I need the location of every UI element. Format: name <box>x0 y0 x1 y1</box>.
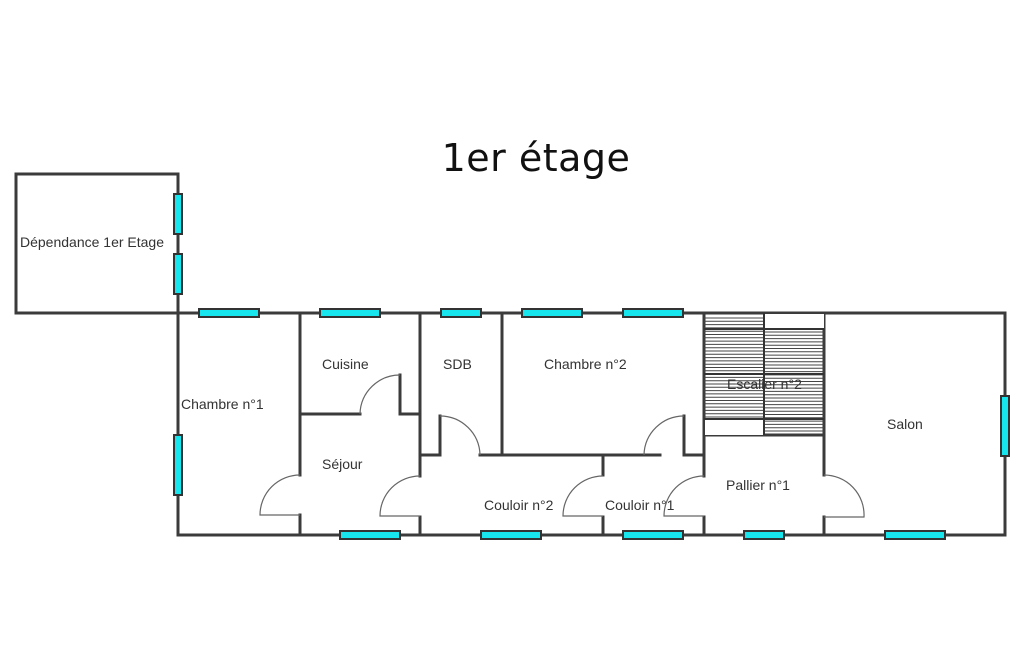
staircase <box>704 313 824 435</box>
label-cuisine: Cuisine <box>322 356 369 372</box>
door-pallier <box>663 475 705 517</box>
door-cuisine <box>359 374 401 415</box>
stair-landing <box>764 314 824 329</box>
door-chambre1 <box>259 474 301 516</box>
window <box>440 308 482 318</box>
windows <box>173 193 1010 540</box>
label-chambre1: Chambre n°1 <box>181 396 264 412</box>
label-chambre2: Chambre n°2 <box>544 356 627 372</box>
door-chambre2 <box>643 415 685 456</box>
room-labels: Dépendance 1er Etage Chambre n°1 Cuisine… <box>20 234 923 513</box>
window <box>319 308 381 318</box>
label-couloir1: Couloir n°1 <box>605 497 675 513</box>
door-sdb <box>439 415 481 456</box>
door-salon <box>823 474 865 518</box>
window <box>884 530 946 540</box>
label-pallier1: Pallier n°1 <box>726 477 790 493</box>
window <box>743 530 785 540</box>
label-salon: Salon <box>887 416 923 432</box>
window <box>173 434 183 496</box>
window <box>622 308 684 318</box>
label-dependance: Dépendance 1er Etage <box>20 234 164 250</box>
window <box>521 308 583 318</box>
floor-title: 1er étage <box>441 136 631 180</box>
window <box>173 253 183 295</box>
door-couloir1 <box>562 475 604 517</box>
window <box>173 193 183 235</box>
window <box>622 530 684 540</box>
label-couloir2: Couloir n°2 <box>484 497 554 513</box>
interior-walls <box>298 311 826 537</box>
stair-landing <box>705 420 764 435</box>
window <box>480 530 542 540</box>
door-sejour <box>379 475 421 517</box>
doors <box>259 374 865 518</box>
label-sdb: SDB <box>443 356 472 372</box>
window <box>339 530 401 540</box>
window <box>198 308 260 318</box>
label-escalier2: Escalier n°2 <box>727 376 802 392</box>
label-sejour: Séjour <box>322 456 363 472</box>
window <box>1000 395 1010 457</box>
outer-walls <box>176 311 1007 537</box>
